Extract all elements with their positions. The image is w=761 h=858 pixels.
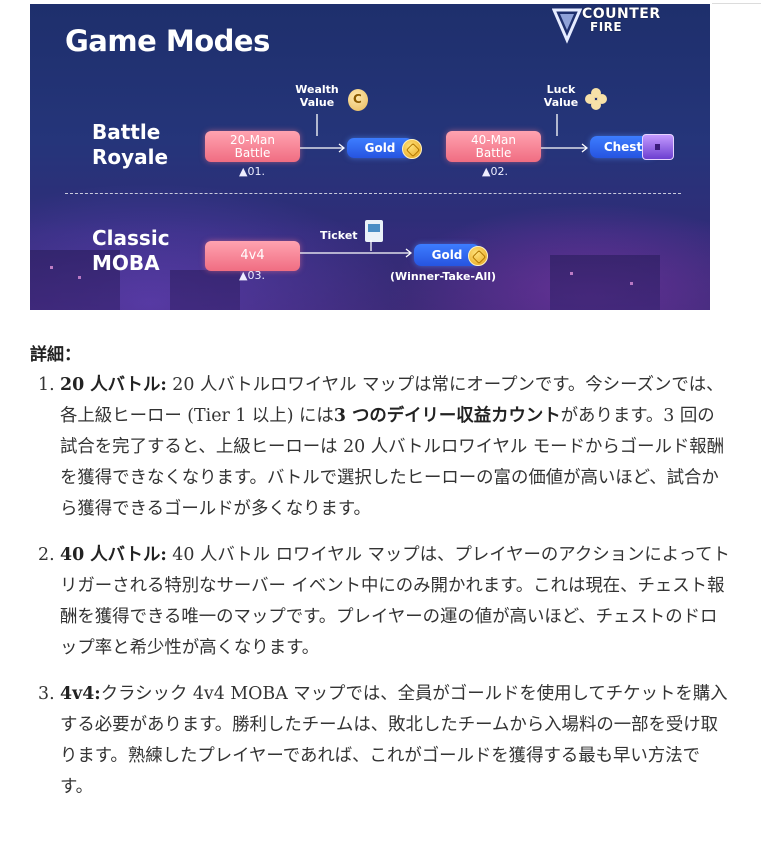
details-heading: 詳細： [30, 345, 81, 365]
classic-moba-label: Classic MOBA [92, 226, 170, 275]
mode-2-number: ▲02. [482, 165, 508, 178]
mode-1-number: ▲01. [239, 165, 265, 178]
gold-coin-icon-2 [468, 246, 488, 266]
winner-take-all-note: (Winner-Take-All) [390, 270, 497, 283]
chest-reward: Chest [590, 136, 656, 158]
list-item: 3.4v4:クラシック 4v4 MOBA マップでは、全員がゴールドを使用してチ… [38, 684, 728, 797]
logo-text-1: COUNTER [582, 6, 661, 22]
wealth-value-label: Wealth Value [295, 83, 339, 109]
section-divider [65, 193, 681, 194]
gold-reward-2: Gold [414, 244, 480, 266]
mode-3-number: ▲03. [239, 269, 265, 282]
battle-royale-label: Battle Royale [92, 120, 169, 169]
mode-details-list: 1.20 人バトル: 20 人バトルロワイヤル マップは常にオープンです。今シー… [30, 370, 730, 818]
list-item: 1.20 人バトル: 20 人バトルロワイヤル マップは常にオープンです。今シー… [38, 375, 725, 519]
gold-reward-1: Gold [347, 138, 413, 158]
logo-text-2: FIRE [590, 20, 623, 34]
item-title: 40 人バトル: [60, 545, 167, 565]
top-border [0, 0, 761, 4]
banner-title: Game Modes [65, 24, 270, 58]
counter-fire-logo: COUNTER FIRE [552, 6, 677, 46]
game-modes-banner: Game Modes COUNTER FIRE Battle Royale Cl… [30, 4, 710, 310]
item-title: 4v4: [60, 684, 101, 704]
luck-value-label: Luck Value [543, 83, 579, 109]
ticket-icon [365, 220, 383, 242]
mode-40-man-battle: 40-Man Battle [446, 131, 541, 162]
mode-4v4: 4v4 [205, 241, 300, 271]
clover-icon [585, 88, 607, 110]
mode-20-man-battle: 20-Man Battle [205, 131, 300, 162]
ticket-label: Ticket [320, 229, 358, 242]
chest-icon [642, 134, 674, 160]
logo-emblem-icon [552, 8, 582, 44]
list-item: 2.40 人バトル: 40 人バトル ロワイヤル マップは、プレイヤーのアクショ… [38, 545, 730, 658]
wealth-coin-icon [348, 89, 368, 111]
gold-coin-icon [402, 139, 422, 159]
item-title: 20 人バトル: [60, 375, 167, 395]
